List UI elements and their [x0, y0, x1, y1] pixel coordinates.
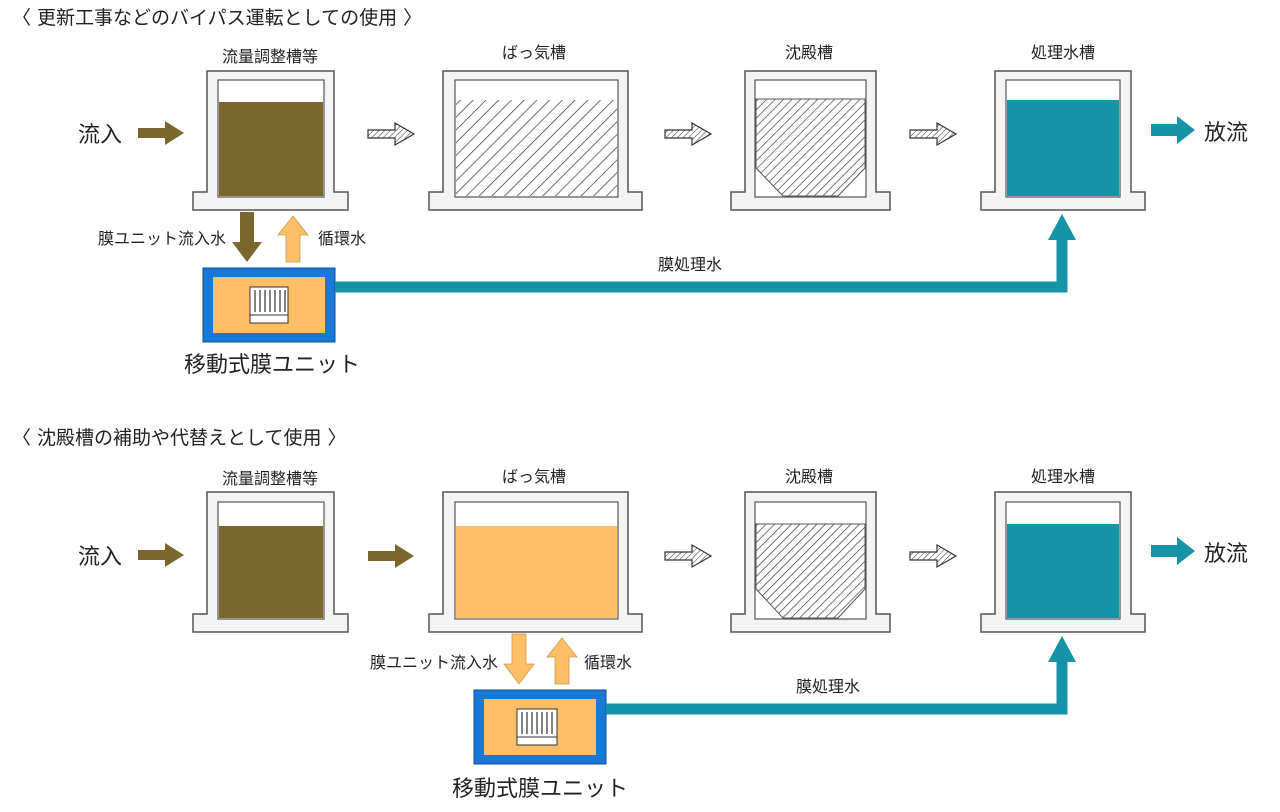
- membrane-water-label: 膜処理水: [658, 255, 722, 274]
- flow-arrow-hatched: [909, 121, 958, 147]
- down-arrow-mixed-liquor: [503, 633, 535, 685]
- tank-settling: [730, 70, 891, 211]
- tank-flow-equalization: [192, 491, 349, 633]
- outflow-arrow: [1151, 116, 1195, 144]
- inflow-label: 流入: [78, 545, 122, 570]
- outflow-label: 放流: [1204, 121, 1248, 146]
- tank-content-settling-hatch: [755, 523, 866, 619]
- outflow-arrow: [1151, 537, 1195, 565]
- membrane-water-arrowhead: [1048, 636, 1076, 662]
- tank-label-treated-water: 処理水槽: [1031, 467, 1095, 486]
- tank-aeration: [428, 70, 643, 211]
- tank-label-treated-water: 処理水槽: [1031, 43, 1095, 62]
- outflow-label: 放流: [1204, 542, 1248, 567]
- membrane-unit-label: 移動式膜ユニット: [184, 353, 360, 378]
- membrane-water-arrowhead: [1048, 214, 1076, 240]
- inflow-arrow: [138, 543, 184, 567]
- membrane-unit: [473, 689, 607, 765]
- tank-content-treated-water: [1007, 100, 1119, 196]
- section-heading: 〈 沈殿槽の補助や代替えとして使用 〉: [12, 427, 347, 449]
- tank-label-settling: 沈殿槽: [785, 43, 833, 62]
- flow-arrow-sludge: [368, 544, 414, 568]
- section-heading: 〈 更新工事などのバイパス運転としての使用 〉: [12, 7, 422, 29]
- membrane-water-pipe: [335, 238, 1068, 293]
- section-bypass: 〈 更新工事などのバイパス運転としての使用 〉 流量調整槽等 ばっ気槽 沈殿槽 …: [12, 7, 1248, 378]
- tank-label-flow-equalization: 流量調整槽等: [222, 469, 318, 488]
- membrane-water-label: 膜処理水: [796, 677, 860, 696]
- down-arrow-sludge: [232, 212, 262, 262]
- flow-arrow-hatched: [367, 121, 416, 147]
- tank-content-sludge: [219, 526, 323, 618]
- tank-treated-water: [980, 491, 1146, 633]
- inflow-label: 流入: [78, 123, 122, 148]
- tank-label-aeration: ばっ気槽: [502, 467, 566, 486]
- membrane-water-pipe: [606, 660, 1068, 715]
- tank-content-treated-water: [1007, 524, 1119, 618]
- tank-label-aeration: ばっ気槽: [502, 43, 566, 62]
- tank-settling: [730, 491, 891, 633]
- up-arrow-circulation: [546, 637, 578, 685]
- up-arrow-circulation: [277, 215, 309, 263]
- down-flow-label: 膜ユニット流入水: [370, 653, 498, 672]
- tank-aeration: [428, 491, 643, 633]
- flow-arrow-hatched: [664, 543, 713, 569]
- membrane-unit: [202, 267, 336, 343]
- membrane-unit-label: 移動式膜ユニット: [452, 777, 628, 802]
- up-flow-label: 循環水: [584, 653, 632, 672]
- flow-arrow-hatched: [909, 543, 958, 569]
- flow-arrow-hatched: [664, 121, 713, 147]
- tank-content-aeration-hatch: [456, 100, 617, 196]
- inflow-arrow: [138, 121, 184, 145]
- tank-content-sludge: [219, 102, 323, 196]
- section-settling-assist: 〈 沈殿槽の補助や代替えとして使用 〉 流量調整槽等 ばっ気槽 沈殿槽 処理水槽: [12, 427, 1248, 802]
- up-flow-label: 循環水: [318, 229, 366, 248]
- tank-content-mixed-liquor: [456, 526, 617, 618]
- tank-content-settling-hatch: [755, 98, 866, 197]
- down-flow-label: 膜ユニット流入水: [98, 229, 226, 248]
- tank-label-flow-equalization: 流量調整槽等: [222, 47, 318, 66]
- tank-flow-equalization: [192, 70, 349, 211]
- tank-label-settling: 沈殿槽: [785, 467, 833, 486]
- tank-treated-water: [980, 70, 1146, 211]
